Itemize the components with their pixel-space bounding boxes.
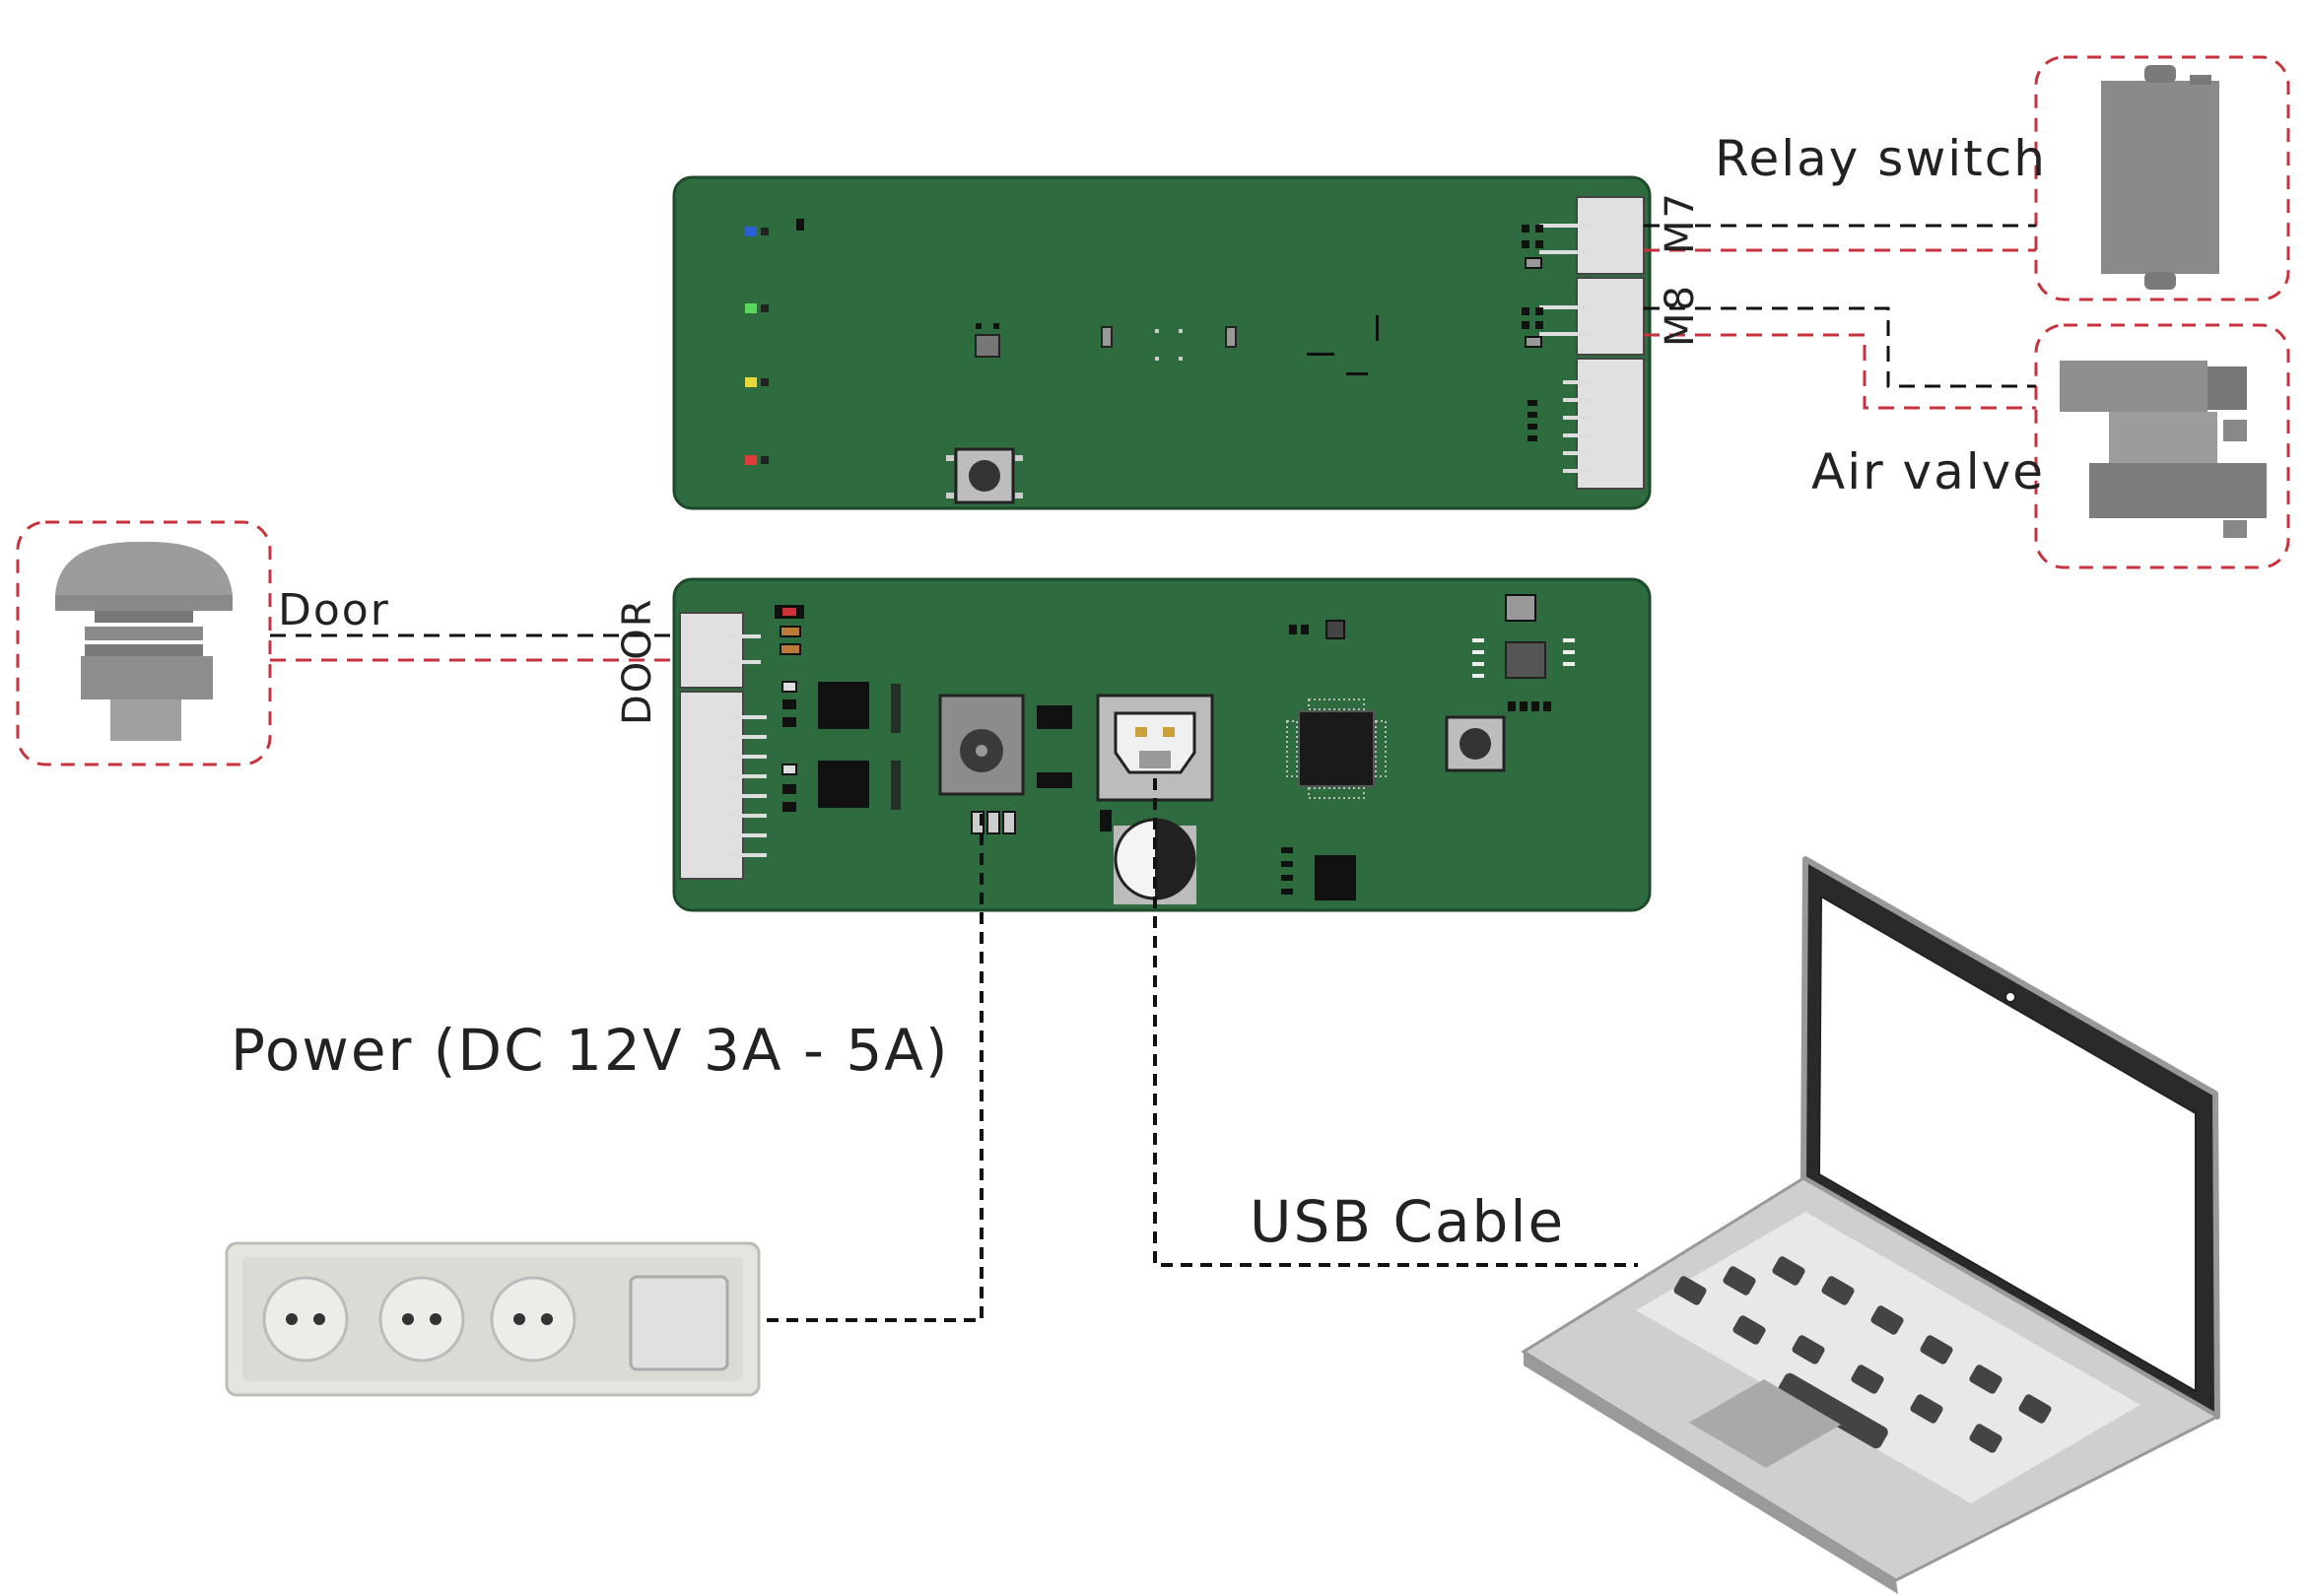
relay-switch-device: [2034, 55, 2290, 301]
relay-switch-label: Relay switch: [1715, 130, 2047, 187]
power-socket: [225, 1241, 761, 1397]
door-button-device: [16, 520, 272, 766]
air-valve-device: [2034, 323, 2290, 569]
usb-cable-label: USB Cable: [1250, 1188, 1566, 1255]
wires: [270, 224, 2036, 1322]
m8-label: M8: [1658, 284, 1703, 347]
side-connector: [679, 681, 797, 880]
m7-label: M7: [1658, 191, 1703, 254]
microcontroller: [1286, 698, 1387, 799]
bottom-pcb: [672, 577, 1652, 912]
status-leds: [745, 219, 804, 465]
m7-connector: [1522, 196, 1645, 275]
expansion-connector: [1527, 358, 1645, 490]
door-connector-label: DOOR: [615, 597, 660, 725]
reset-button: [946, 447, 1023, 504]
door-label: Door: [278, 585, 390, 635]
door-connector: [679, 605, 804, 689]
laptop: [1521, 856, 2221, 1594]
top-pcb: [672, 175, 1652, 510]
air-valve-label: Air valve: [1811, 443, 2046, 500]
power-label: Power (DC 12V 3A - 5A): [231, 1017, 950, 1084]
m8-connector: [1522, 277, 1645, 356]
dc-jack: [938, 694, 1025, 834]
boot-button: [1445, 715, 1506, 772]
